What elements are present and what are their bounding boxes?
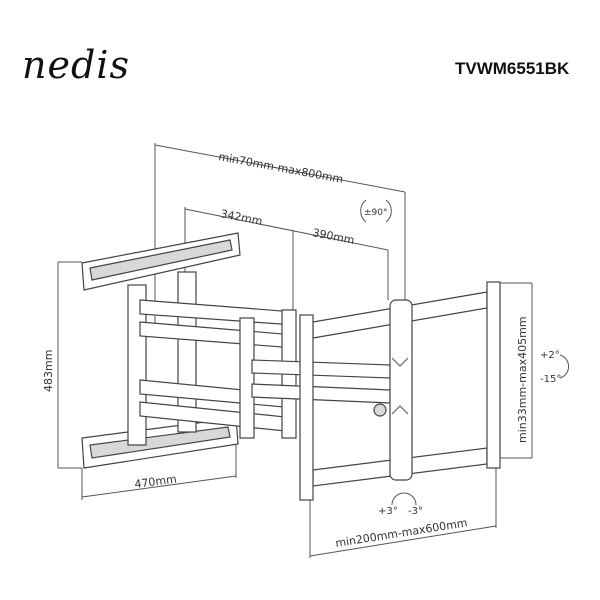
swivel-arrow-icon xyxy=(360,199,367,223)
brand-logo: nedis xyxy=(22,43,130,87)
vesa-vertical-dimension: min33mm-max405mm xyxy=(500,282,533,459)
level-arrow-icon xyxy=(391,492,417,506)
wall-plate-height-label: 483mm xyxy=(42,350,55,392)
tilt-up-label: +2° xyxy=(540,350,560,361)
level-indicator: +3° -3° xyxy=(378,492,423,517)
tilt-indicator: +2° -15° xyxy=(540,350,569,385)
swivel-label: ±90° xyxy=(364,208,388,218)
swivel-indicator: ±90° xyxy=(360,199,392,223)
arm-1-label: 342mm xyxy=(219,207,263,228)
model-number: TVWM6551BK xyxy=(455,59,570,78)
tilt-down-label: -15° xyxy=(540,374,561,385)
tv-bracket xyxy=(299,281,501,501)
articulating-arms xyxy=(139,299,391,439)
wall-plate-width-label: 470mm xyxy=(134,473,178,491)
vesa-vertical-label: min33mm-max405mm xyxy=(516,316,529,443)
level-minus-label: -3° xyxy=(408,506,423,517)
wall-plate-height-dimension: 483mm xyxy=(42,261,82,469)
wall-plate-width-dimension: 470mm xyxy=(81,444,237,500)
depth-range-label: min70mm-max800mm xyxy=(217,150,344,186)
wall-plate xyxy=(81,232,241,469)
vesa-horizontal-label: min200mm-max600mm xyxy=(334,516,468,550)
level-plus-label: +3° xyxy=(378,506,398,517)
tilt-arrow-icon xyxy=(559,354,569,379)
arm-2-label: 390mm xyxy=(311,226,355,247)
